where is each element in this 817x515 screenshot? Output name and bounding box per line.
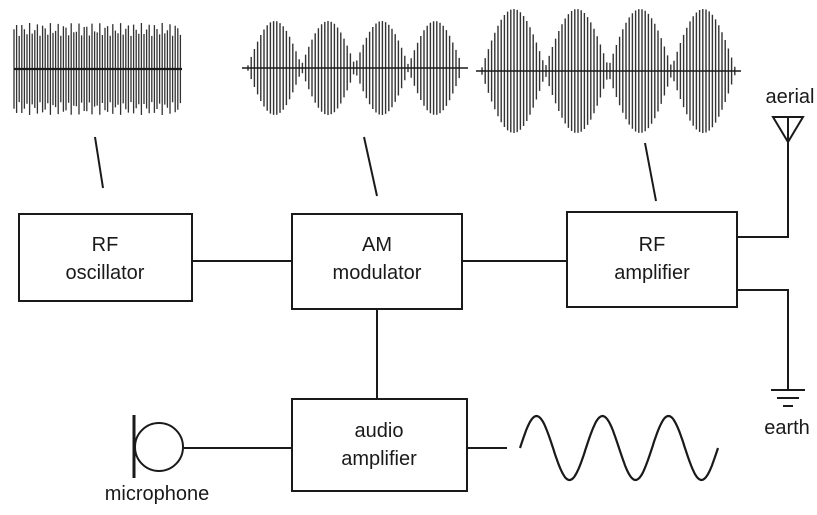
- audio-amplifier-label-line1: audio: [355, 420, 404, 442]
- microphone-label: microphone: [105, 483, 210, 505]
- aerial-icon: [771, 116, 805, 144]
- rf-amplifier-block: RF amplifier: [566, 211, 738, 308]
- rf-oscillator-label-line2: oscillator: [66, 262, 145, 284]
- am-modulator-block: AM modulator: [291, 213, 463, 310]
- audio-sine-waveform: [518, 414, 720, 482]
- amplified-modulated-waveform: [476, 9, 741, 133]
- audio-amplifier-block: audio amplifier: [291, 398, 468, 492]
- rf-amplifier-label-line1: RF: [639, 234, 666, 256]
- microphone-icon: [132, 415, 184, 478]
- am-modulator-label-line1: AM: [362, 234, 392, 256]
- am-modulator-label-line2: modulator: [333, 262, 422, 284]
- audio-amplifier-label-line2: amplifier: [341, 448, 417, 470]
- earth-icon: [771, 389, 805, 407]
- modulated-waveform: [242, 21, 468, 115]
- earth-label: earth: [764, 417, 810, 439]
- aerial-label: aerial: [766, 86, 815, 108]
- wire-rfamp-aerial: [737, 140, 789, 238]
- rf-oscillator-label-line1: RF: [92, 234, 119, 256]
- carrier-waveform: [13, 23, 182, 115]
- pointer-line-carrier: [94, 136, 104, 189]
- wire-rfamp-earth: [737, 289, 789, 390]
- pointer-line-modulated: [363, 136, 378, 197]
- pointer-line-amplified: [644, 142, 657, 202]
- rf-oscillator-block: RF oscillator: [18, 213, 193, 302]
- rf-amplifier-label-line2: amplifier: [614, 262, 690, 284]
